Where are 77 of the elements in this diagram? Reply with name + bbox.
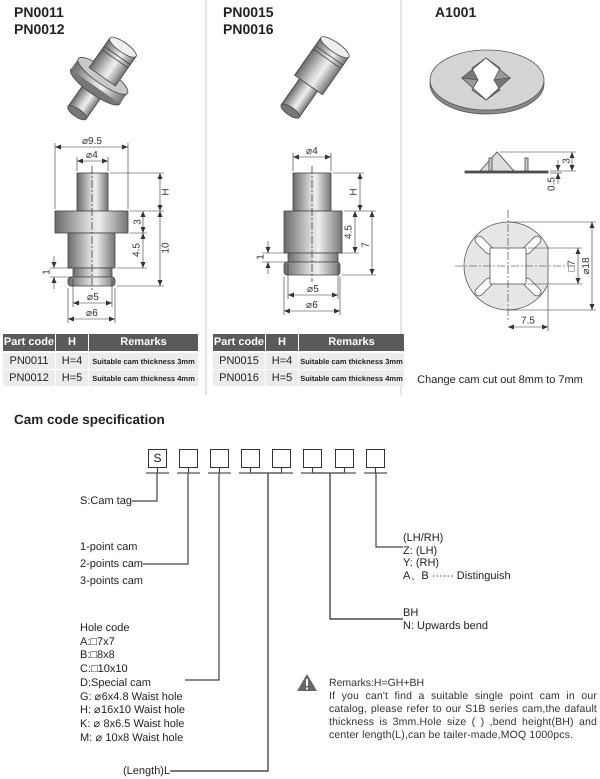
bend-code-heading: BH xyxy=(403,607,420,620)
hole-code-heading: Hole code xyxy=(80,622,131,636)
hole-code-option: A:□7x7 xyxy=(80,636,186,650)
leader-line xyxy=(329,468,403,620)
hole-code-option: K: ⌀ 8x6.5 Waist hole xyxy=(80,718,186,732)
dimension-label: 3 xyxy=(132,219,144,225)
cam-type-option: 2-points cam xyxy=(80,556,143,573)
section-heading: Cam code specification xyxy=(14,412,165,427)
dimension-label: ⌀5 xyxy=(87,291,99,303)
hand-code-option: A、B ······ Distinguish xyxy=(403,570,511,582)
dimension-label: ⌀6 xyxy=(306,299,318,311)
height-cell: H=5 xyxy=(56,369,89,386)
column-header: Part code xyxy=(3,334,56,351)
hole-code-option: D:Special cam xyxy=(80,676,186,691)
hole-code-option: M: ⌀ 10x8 Waist hole xyxy=(80,732,186,746)
hand-code-option: Z: (LH) xyxy=(403,544,511,557)
code-digit-box xyxy=(303,449,322,468)
note-text: Change cam cut out 8mm to 7mm xyxy=(417,374,583,386)
bend-code-option: N: Upwards bend xyxy=(403,620,488,632)
code-digit-box xyxy=(179,449,198,468)
hole-code-option: C:□10x10 xyxy=(80,663,186,677)
code-digit-box xyxy=(241,449,260,468)
part-code-cell: PN0012 xyxy=(3,369,56,386)
dimension-label: 0.5 xyxy=(546,177,558,191)
length-code-label: (Length)L xyxy=(123,764,170,778)
hole-code-option: G: ⌀6x4.8 Waist hole xyxy=(80,690,186,704)
dimension-label: ⌀6 xyxy=(86,307,98,319)
hand-code-option: Y: (RH) xyxy=(403,557,511,570)
hand-code-heading: (LH/RH) xyxy=(403,532,444,544)
height-cell: H=5 xyxy=(266,369,299,386)
dimension-label: H xyxy=(160,188,172,196)
hole-code-option: B:□8x8 xyxy=(80,649,186,664)
part-code-cell: PN0016 xyxy=(213,369,266,386)
part-number-heading: A1001 xyxy=(435,4,476,20)
column-header: Remarks xyxy=(89,334,199,351)
code-digit-box xyxy=(366,449,385,468)
code-digit-box xyxy=(272,449,291,468)
leader-line xyxy=(132,468,158,502)
dimension-label: ⌀18 xyxy=(580,257,592,275)
dimension-label: ⌀4 xyxy=(306,145,318,157)
dimension-label: 4.5 xyxy=(132,243,142,257)
leader-line xyxy=(374,468,403,548)
remarks-heading: Remarks:H=GH+BH xyxy=(329,677,424,689)
cam-tag-label: S:Cam tag xyxy=(80,494,132,508)
code-letter-box: S xyxy=(148,449,167,468)
part-number-heading: PN0011 xyxy=(14,4,64,20)
dimension-label: H xyxy=(348,188,360,196)
dimension-label: 1 xyxy=(42,269,52,275)
part-code-cell: PN0011 xyxy=(3,352,56,369)
column-header: H xyxy=(56,334,89,351)
dimension-label: 3 xyxy=(562,158,572,164)
part-code-cell: PN0015 xyxy=(213,352,266,369)
dimension-label: 7.5 xyxy=(521,316,535,326)
height-cell: H=4 xyxy=(56,352,89,369)
hole-code-option: H: ⌀16x10 Waist hole xyxy=(80,704,186,718)
cam-type-option: 3-points cam xyxy=(80,573,143,590)
part-number-heading: PN0015 xyxy=(223,4,274,20)
dimension-label: 1 xyxy=(256,254,266,260)
dimension-label: ⌀9.5 xyxy=(82,135,102,147)
dimension-label: □7 xyxy=(566,260,578,272)
remarks-paragraph: If you can't find a suitable single point cam in our catalog, please refer to our S1B series cam,the dafault thickness is 3mm.Hole size ( ) ,bend height(BH) and center length(L),can be tailer-made,MOQ 1000pcs. xyxy=(329,690,597,742)
dimension-label: 4.5 xyxy=(344,225,354,239)
column-header: Remarks xyxy=(299,334,405,351)
height-cell: H=4 xyxy=(266,352,299,369)
code-digit-box xyxy=(210,449,229,468)
leader-line xyxy=(185,468,220,681)
column-header: H xyxy=(266,334,299,351)
part-number-heading: PN0016 xyxy=(223,21,274,37)
leader-line xyxy=(142,468,190,565)
column-header: Part code xyxy=(213,334,266,351)
cam-type-option: 1-point cam xyxy=(80,539,143,556)
code-digit-box xyxy=(335,449,354,468)
dimension-label: 10 xyxy=(160,242,172,254)
part-number-heading: PN0012 xyxy=(14,21,65,37)
dimension-label: ⌀5 xyxy=(307,283,319,295)
dimension-label: 7 xyxy=(360,242,372,248)
dimension-label: ⌀4 xyxy=(86,149,98,161)
